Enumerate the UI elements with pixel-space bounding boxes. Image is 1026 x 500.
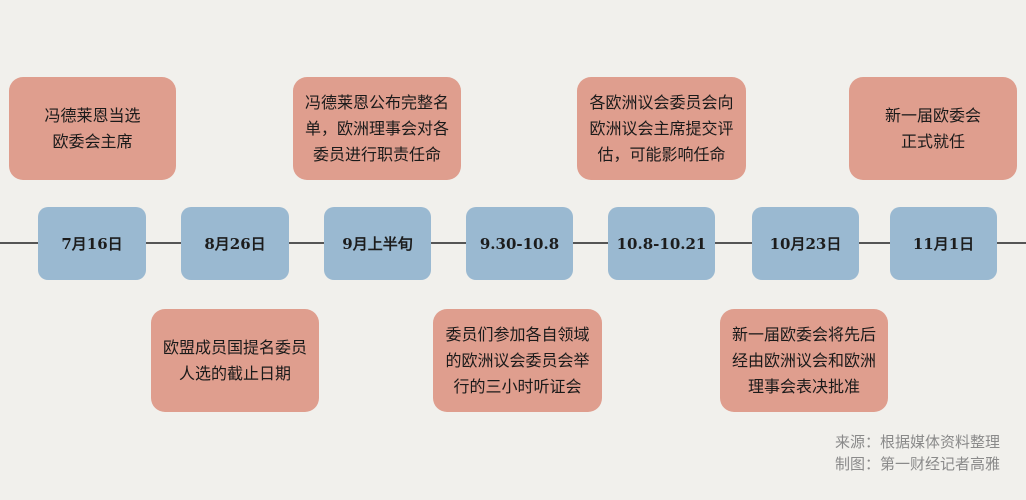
event-text-line: 行的三小时听证会 [453, 376, 582, 396]
event-text-line: 冯德莱恩当选 [44, 105, 141, 125]
event-top-3: 各欧洲议会委员会向 欧洲议会主席提交评 估，可能影响任命 [577, 77, 746, 180]
source-credit: 来源：根据媒体资料整理 制图：第一财经记者高雅 [835, 431, 1000, 475]
date-box-7: 11月1日 [890, 207, 997, 280]
event-text-line: 新一届欧委会 [884, 105, 981, 125]
source-line: 来源：根据媒体资料整理 [834, 433, 1000, 451]
event-text-line: 正式就任 [900, 131, 965, 151]
event-text-line: 估，可能影响任命 [597, 144, 726, 164]
event-text-line: 欧盟成员国提名委员 [162, 337, 307, 357]
date-box-5: 10.8-10.21 [608, 207, 715, 280]
event-text-line: 人选的截止日期 [178, 363, 291, 383]
event-text-line: 经由欧洲议会和欧洲 [731, 350, 876, 370]
event-text-line: 各欧洲议会委员会向 [589, 92, 734, 112]
date-box-6: 10月23日 [752, 207, 859, 280]
event-bottom-2: 委员们参加各自领域 的欧洲议会委员会举 行的三小时听证会 [433, 309, 602, 412]
date-box-2: 8月26日 [181, 207, 289, 280]
event-text-line: 理事会表决批准 [747, 376, 860, 396]
event-text-line: 欧委会主席 [52, 131, 133, 151]
event-text-line: 单，欧洲理事会对各 [304, 118, 449, 138]
credit-line: 制图：第一财经记者高雅 [834, 455, 1000, 473]
event-text-line: 新一届欧委会将先后 [731, 324, 876, 344]
event-text-line: 委员进行职责任命 [312, 144, 441, 164]
date-box-3: 9月上半旬 [324, 207, 431, 280]
event-top-2: 冯德莱恩公布完整名 单，欧洲理事会对各 委员进行职责任命 [293, 77, 461, 180]
event-bottom-3: 新一届欧委会将先后 经由欧洲议会和欧洲 理事会表决批准 [720, 309, 888, 412]
event-bottom-1: 欧盟成员国提名委员 人选的截止日期 [151, 309, 319, 412]
event-text-line: 的欧洲议会委员会举 [445, 350, 590, 370]
event-text-line: 冯德莱恩公布完整名 [304, 92, 449, 112]
event-top-4: 新一届欧委会 正式就任 [849, 77, 1017, 180]
date-box-1: 7月16日 [38, 207, 146, 280]
date-box-4: 9.30-10.8 [466, 207, 573, 280]
event-top-1: 冯德莱恩当选 欧委会主席 [9, 77, 176, 180]
event-text-line: 委员们参加各自领域 [445, 324, 590, 344]
event-text-line: 欧洲议会主席提交评 [589, 118, 734, 138]
